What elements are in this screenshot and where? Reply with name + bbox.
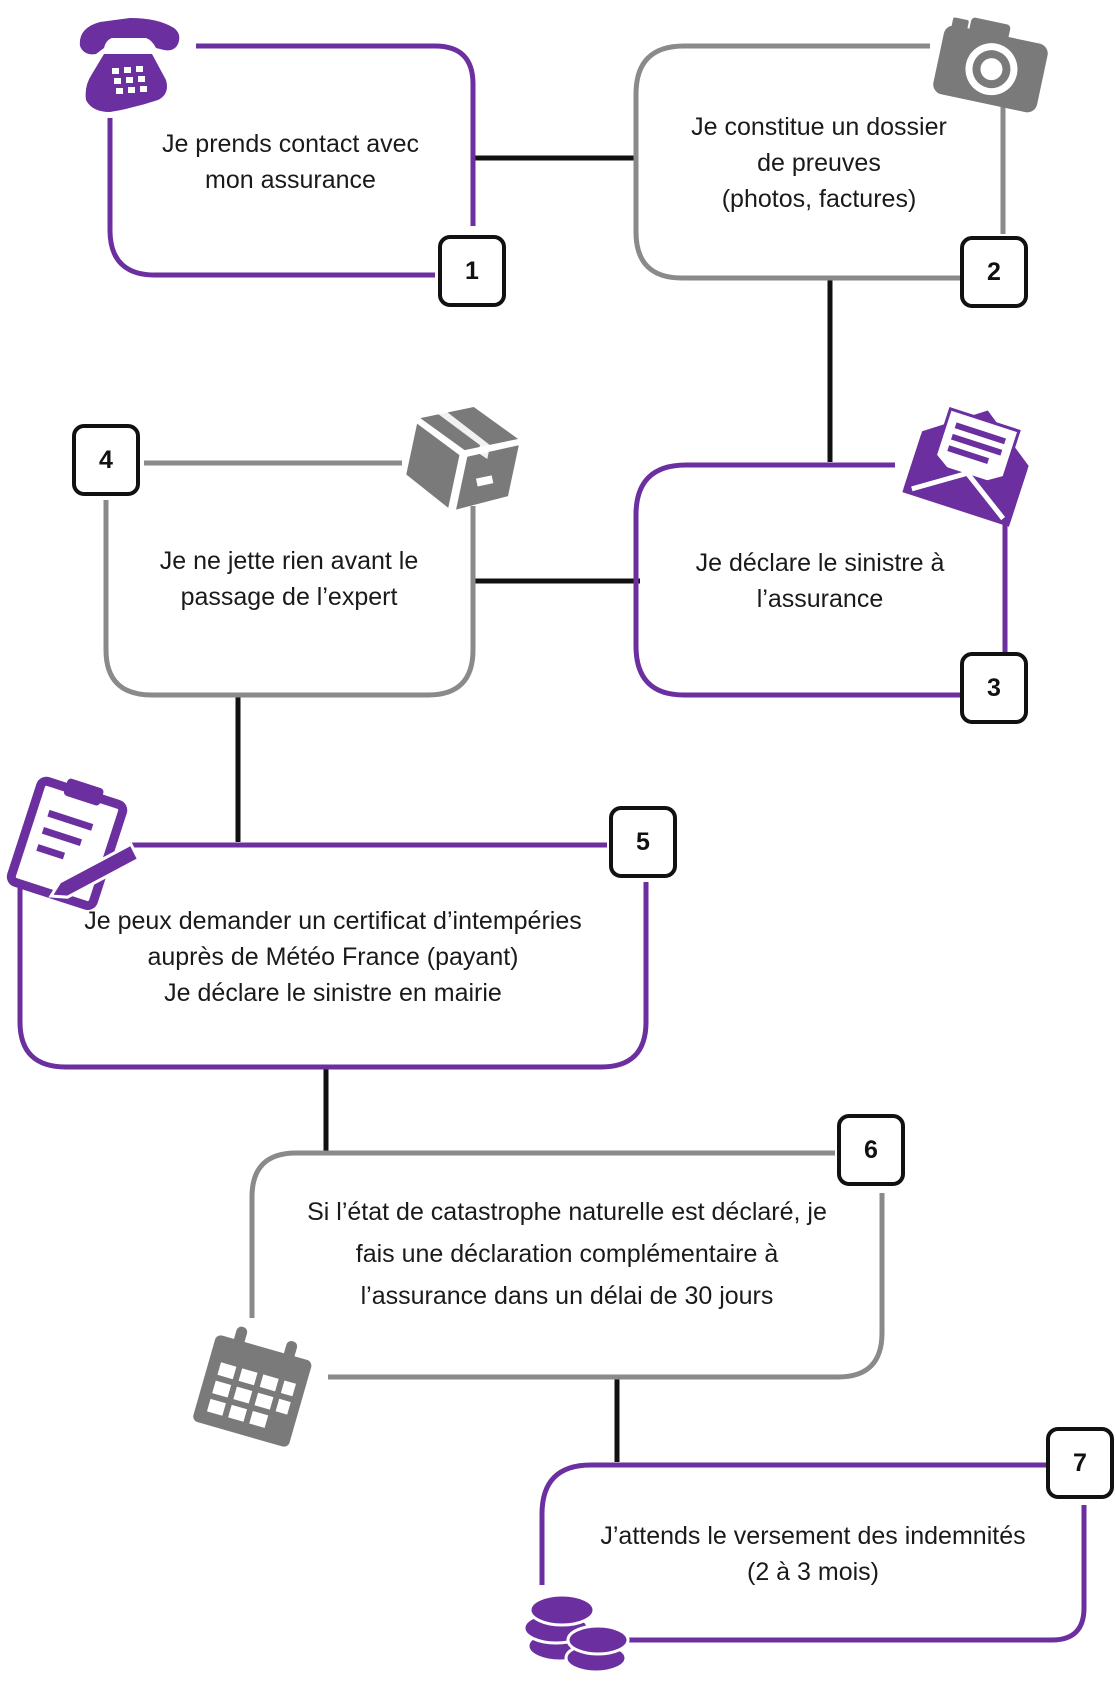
calendar-icon <box>193 1326 312 1447</box>
step-5-frame <box>17 842 649 1070</box>
step-1-badge: 1 <box>438 235 506 307</box>
step-5-badge: 5 <box>609 806 677 878</box>
camera-icon <box>933 17 1048 113</box>
step-7-text: J’attends le versement des indemnités(2 … <box>600 1522 1026 1586</box>
box-icon <box>406 407 519 510</box>
step-6-badge: 6 <box>837 1114 905 1186</box>
step-5-text: Je peux demander un certificat d’intempé… <box>84 907 582 1007</box>
envelope-letter-icon <box>902 406 1029 527</box>
step-6-text: Si l’état de catastrophe naturelle est d… <box>307 1198 827 1310</box>
clipboard-pen-icon <box>6 776 141 911</box>
step-7-frame <box>539 1462 1087 1643</box>
step-2-frame <box>633 43 1006 281</box>
step-3-badge: 3 <box>960 652 1028 724</box>
step-1-frame <box>107 43 476 278</box>
step-7-badge: 7 <box>1046 1427 1114 1499</box>
step-4-badge: 4 <box>72 424 140 496</box>
step-2-badge: 2 <box>960 236 1028 308</box>
telephone-icon <box>79 18 180 112</box>
coins-stack-icon <box>522 1593 630 1674</box>
step-3-frame <box>633 462 1008 698</box>
step-6-frame <box>249 1150 885 1380</box>
step-4-frame <box>103 460 476 698</box>
